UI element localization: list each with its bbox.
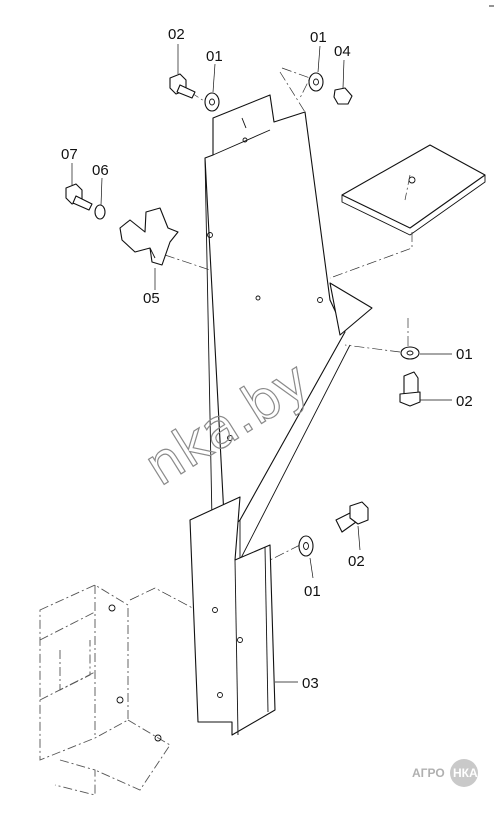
- centerline: [129, 587, 201, 613]
- centerline: [279, 71, 306, 113]
- callout-label: 07: [61, 146, 78, 163]
- centerline: [344, 344, 401, 353]
- centerline: [269, 544, 301, 561]
- washer-icon: [204, 92, 220, 112]
- washer-icon: [298, 535, 314, 557]
- callout-label: 05: [143, 290, 160, 307]
- leader-lines: [71, 44, 452, 683]
- phantom-frame-bracket: [39, 584, 171, 796]
- upper-guide-plate: [204, 94, 373, 561]
- callout-label: 02: [348, 553, 365, 570]
- bolt-icon: [335, 501, 369, 533]
- logo-text-right: НКА: [453, 766, 478, 780]
- nut-icon: [333, 87, 353, 105]
- washer-icon: [94, 204, 106, 220]
- lower-guide-channel: [189, 496, 276, 736]
- callout-label: 03: [302, 675, 319, 692]
- centerline: [281, 67, 311, 99]
- callout-label: 02: [456, 393, 473, 410]
- callout-label: 02: [168, 26, 185, 43]
- washer-icon: [308, 72, 324, 92]
- logo-text-left: АГРО: [412, 766, 445, 780]
- callout-label: 01: [310, 29, 327, 46]
- washer-icon: [400, 346, 420, 360]
- logo-circle-icon: [450, 759, 478, 787]
- centerline: [329, 232, 413, 279]
- agronka-logo: АГРО НКА: [412, 759, 478, 787]
- callout-label: 01: [456, 346, 473, 363]
- centerline: [164, 254, 211, 271]
- centerline: [404, 174, 411, 201]
- callout-label: 04: [334, 43, 351, 60]
- callout-label: 01: [304, 583, 321, 600]
- bolt-icon: [169, 73, 196, 99]
- bolt-icon: [65, 183, 93, 211]
- callout-label: 06: [92, 162, 109, 179]
- mounting-panel: [341, 144, 486, 236]
- callout-label: 01: [206, 48, 223, 65]
- retaining-clip: [119, 207, 179, 266]
- bolt-icon: [399, 371, 421, 407]
